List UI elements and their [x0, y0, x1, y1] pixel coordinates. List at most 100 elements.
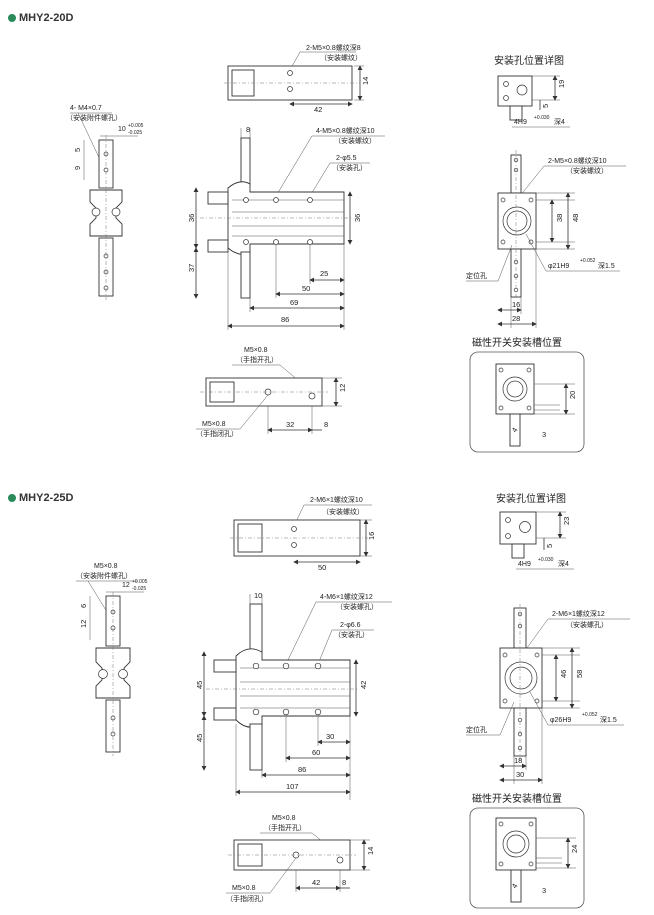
dim-w10: 10	[254, 591, 262, 600]
bullet-dot-icon	[8, 14, 16, 22]
model-name: MHY2-20D	[19, 12, 74, 24]
dim-d86: 86	[298, 765, 306, 774]
body-thread-note: 4-M6×1螺纹深12	[320, 592, 373, 601]
dim-g3: 3	[542, 430, 546, 439]
dim-h45l1: 45	[195, 681, 204, 689]
dim-s48: 48	[571, 214, 580, 222]
model-25-drawings: M5×0.8 （安装附件螺孔） 12 +0.005 -0.025 6 12 2-…	[76, 492, 630, 909]
dim-a2: 9	[73, 166, 82, 170]
front-view-20: 8 4-M5×0.8螺纹深10 （安装螺纹） 2-φ5.5 （安装孔）	[187, 125, 385, 330]
svg-text:-0.025: -0.025	[128, 130, 142, 136]
svg-text:+0.005: +0.005	[132, 579, 148, 585]
svg-text:+0.030: +0.030	[534, 115, 550, 121]
dim-m19: 19	[557, 80, 566, 88]
dim-g3: 3	[542, 886, 546, 895]
dim-a1: 5	[73, 148, 82, 152]
svg-text:-0.025: -0.025	[132, 586, 146, 592]
body-hole-note: 2-φ5.5	[336, 155, 357, 162]
mount-detail-25: 安装孔位置详图 23 5 4H9 +0.030 深4	[496, 492, 574, 570]
svg-text:+0.052: +0.052	[580, 258, 596, 264]
side-thread-note: 2-M6×1螺纹深12	[552, 609, 605, 618]
svg-text:+0.005: +0.005	[128, 123, 144, 129]
top-thread-note: 2-M6×1螺纹深10	[310, 495, 363, 504]
top-desc-note: （安装螺纹）	[320, 53, 362, 62]
dim-a2: 12	[79, 620, 88, 628]
open-desc-note: （手指开孔）	[264, 823, 306, 832]
attach-thread-note: 4- M4×0.7	[70, 105, 102, 112]
dim-a1: 6	[79, 604, 88, 608]
body-desc-note: （安装螺孔）	[336, 602, 378, 611]
dim-t14: 14	[361, 77, 370, 85]
bore-depth-note: 深1.5	[598, 261, 615, 270]
front-view-25: 10 4-M6×1螺纹深12 （安装螺孔） 2-φ6.6 （安装孔）	[195, 591, 392, 800]
dim-s18: 18	[514, 756, 522, 765]
switch-slot-20: 磁性开关安装槽位置 20 3 4	[469, 336, 585, 453]
side-desc-note: （安装螺孔）	[566, 620, 608, 629]
dim-g20: 20	[568, 391, 577, 399]
dim-h36l: 36	[187, 214, 196, 222]
top-desc-note: （安装螺纹）	[322, 507, 364, 516]
body-hole-note: 2-φ6.6	[340, 622, 361, 629]
dim-d86: 86	[281, 315, 289, 324]
top-view-20: 2-M5×0.8螺纹深8 （安装螺纹） 14 42	[224, 43, 370, 114]
dim-g24: 24	[570, 845, 579, 853]
tol-dim: 10	[118, 126, 126, 133]
close-port-note: M5×0.8	[202, 421, 226, 428]
open-port-note: M5×0.8	[244, 347, 268, 354]
body-hole-desc: （安装孔）	[332, 163, 367, 172]
body-thread-note: 4-M5×0.8螺纹深10	[316, 126, 375, 135]
switch-slot-title: 磁性开关安装槽位置	[472, 336, 562, 349]
dim-m23: 23	[562, 517, 571, 525]
attach-thread-note: M5×0.8	[94, 563, 118, 570]
top-view-25: 2-M6×1螺纹深10 （安装螺纹） 16 50	[230, 495, 376, 572]
pin-note: 4H9	[518, 561, 531, 568]
dim-s58: 58	[575, 670, 584, 678]
dim-h37: 37	[187, 264, 196, 272]
dim-d30: 30	[326, 732, 334, 741]
dim-d60: 60	[312, 748, 320, 757]
finger-view-25: M5×0.8 （安装附件螺孔） 12 +0.005 -0.025 6 12	[76, 563, 148, 756]
attach-desc-note: （安装附件螺孔）	[76, 571, 132, 580]
dim-p8: 8	[342, 878, 346, 887]
pin-depth-note: 深4	[558, 559, 569, 568]
bullet-dot-icon	[8, 494, 16, 502]
dim-p32: 32	[286, 420, 294, 429]
pin-note: 4H9	[514, 119, 527, 126]
pin-depth-note: 深4	[554, 117, 565, 126]
finger-view-20: 4- M4×0.7 （安装附件螺孔） 10 +0.005 -0.025 5 9	[66, 105, 144, 300]
model-title-20: MHY2-20D	[8, 12, 73, 24]
dim-m5: 5	[545, 544, 554, 548]
body-hole-desc: （安装孔）	[334, 630, 369, 639]
side-desc-note: （安装螺纹）	[566, 166, 608, 175]
tol-dim: 12	[122, 582, 130, 589]
switch-slot-25: 磁性开关安装槽位置 24 3 4	[469, 792, 585, 909]
dim-d69: 69	[290, 298, 298, 307]
attach-desc-note: （安装附件螺孔）	[66, 113, 122, 122]
dim-t42: 42	[314, 105, 322, 114]
dim-h36r: 36	[353, 214, 362, 222]
mount-detail-title: 安装孔位置详图	[494, 54, 564, 67]
dim-s46: 46	[559, 670, 568, 678]
bore-note: φ26H9	[550, 717, 571, 724]
dim-d25: 25	[320, 269, 328, 278]
dim-g4: 4	[510, 882, 520, 890]
port-view-20: M5×0.8 （手指开孔） 12 M5×0.8 （手指闭孔） 32 8	[196, 347, 347, 438]
dim-s16: 16	[512, 300, 520, 309]
svg-text:+0.030: +0.030	[538, 557, 554, 563]
locate-note: 定位孔	[466, 725, 487, 734]
dim-s30: 30	[516, 770, 524, 779]
side-view-25: 2-M6×1螺纹深12 （安装螺孔） 46	[466, 604, 630, 784]
dim-m5: 5	[541, 104, 550, 108]
switch-slot-title: 磁性开关安装槽位置	[472, 792, 562, 805]
dim-p8: 8	[324, 420, 328, 429]
dim-p12: 12	[338, 384, 347, 392]
close-port-note: M5×0.8	[232, 885, 256, 892]
side-view-20: 2-M5×0.8螺纹深10 （安装螺纹） 38	[466, 150, 626, 328]
close-desc-note: （手指闭孔）	[196, 429, 238, 438]
dim-w8: 8	[246, 125, 250, 134]
dim-h42: 42	[359, 681, 368, 689]
side-thread-note: 2-M5×0.8螺纹深10	[548, 156, 607, 165]
dim-t16: 16	[367, 532, 376, 540]
locate-note: 定位孔	[466, 271, 487, 280]
